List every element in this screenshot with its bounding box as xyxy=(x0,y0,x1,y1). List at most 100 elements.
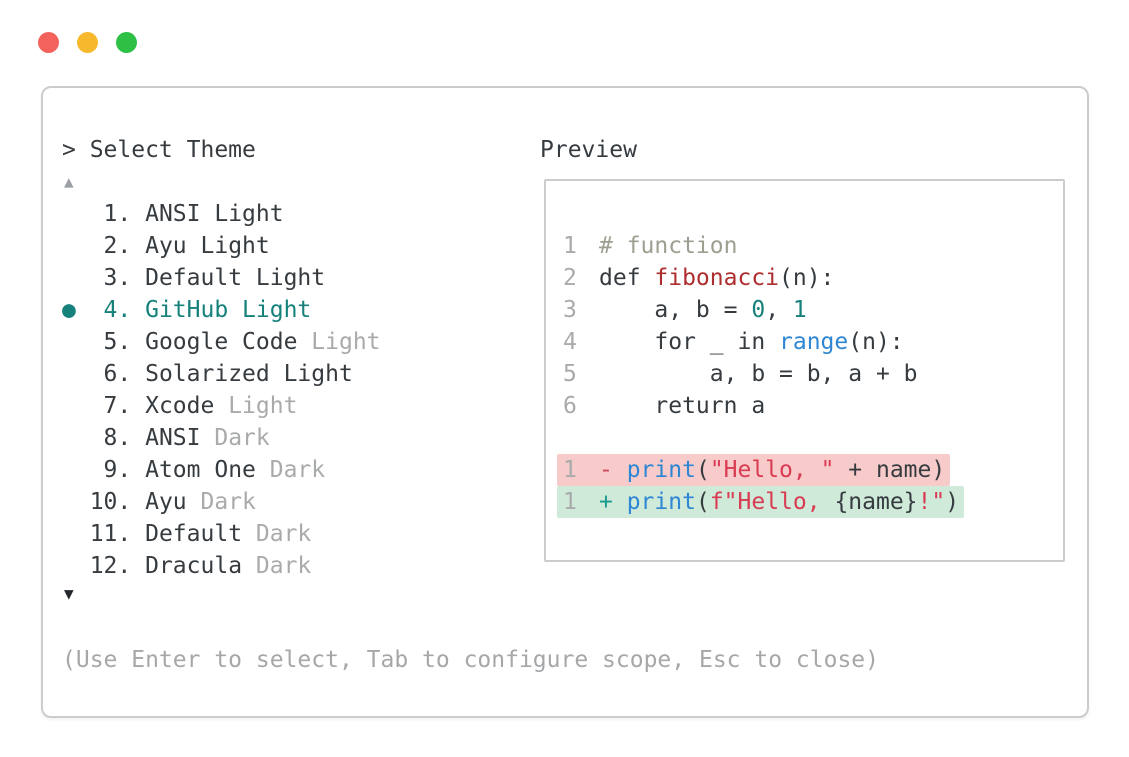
theme-list-item-default[interactable]: 11. Default Dark xyxy=(62,518,381,550)
theme-item-name: Default xyxy=(145,521,243,547)
theme-item-number: 1. xyxy=(75,201,146,227)
code-line-content: 6 return a xyxy=(563,390,765,422)
theme-item-name: Atom One xyxy=(145,457,256,483)
code-token-text: for _ in xyxy=(599,329,780,355)
bullet-placeholder xyxy=(62,393,76,419)
bullet-placeholder xyxy=(62,329,76,355)
bullet-placeholder xyxy=(62,425,76,451)
line-number: 2 xyxy=(563,265,577,291)
diff-line-removed: 1- print("Hello, " + name) xyxy=(557,454,1063,486)
theme-item-variant-dim: Dark xyxy=(255,457,326,483)
theme-item-name: Google Code xyxy=(145,329,298,355)
code-token-builtin: range xyxy=(779,329,849,355)
theme-list-item-xcode[interactable]: 7. Xcode Light xyxy=(62,390,381,422)
theme-item-number: 5. xyxy=(75,329,146,355)
code-line-content: 1- print("Hello, " + name) xyxy=(557,454,951,486)
theme-list: 1. ANSI Light 2. Ayu Light 3. Default Li… xyxy=(62,198,381,582)
bullet-placeholder xyxy=(62,265,76,291)
code-token-number: 0 xyxy=(751,297,766,323)
bullet-placeholder xyxy=(62,553,76,579)
theme-item-name: Xcode xyxy=(145,393,215,419)
preview-label: Preview xyxy=(540,137,637,163)
diff-line-added: 1+ print(f"Hello, {name}!") xyxy=(557,486,1063,518)
bullet-placeholder xyxy=(62,361,76,387)
code-line: 6 return a xyxy=(563,390,1063,422)
line-number: 1 xyxy=(563,489,577,515)
theme-item-number: 6. xyxy=(75,361,146,387)
theme-list-item-atom-one[interactable]: 9. Atom One Dark xyxy=(62,454,381,486)
code-line xyxy=(563,422,1063,454)
theme-list-item-ansi-light[interactable]: 1. ANSI Light xyxy=(62,198,381,230)
code-token-text: (n): xyxy=(779,265,835,291)
line-number: 5 xyxy=(563,361,577,387)
zoom-window-button[interactable] xyxy=(116,32,137,53)
code-token-text: ) xyxy=(945,489,960,515)
code-token-text: (n): xyxy=(848,329,904,355)
theme-item-number: 8. xyxy=(75,425,146,451)
code-line: 5 a, b = b, a + b xyxy=(563,358,1063,390)
theme-item-variant-dim: Dark xyxy=(200,425,270,451)
theme-item-name: Ayu xyxy=(145,489,187,515)
code-token-removed-sign: - xyxy=(599,457,627,483)
bullet-placeholder xyxy=(62,521,76,547)
theme-list-item-github-light[interactable]: ● 4. GitHub Light xyxy=(62,294,381,326)
bullet-placeholder xyxy=(62,233,76,259)
code-token-text: ( xyxy=(695,489,710,515)
theme-selector-window: > Select Theme ▲ 1. ANSI Light 2. Ayu Li… xyxy=(41,86,1089,718)
close-window-button[interactable] xyxy=(38,32,59,53)
theme-item-number: 11. xyxy=(75,521,146,547)
theme-list-item-ayu-light[interactable]: 2. Ayu Light xyxy=(62,230,381,262)
line-number: 1 xyxy=(563,457,577,483)
code-token-text: , xyxy=(765,297,793,323)
code-token-builtin: print xyxy=(626,457,696,483)
code-line-content: 2 def fibonacci(n): xyxy=(563,262,834,294)
window-traffic-lights xyxy=(38,32,137,53)
code-line-content: 4 for _ in range(n): xyxy=(563,326,904,358)
theme-list-item-google-code[interactable]: 5. Google Code Light xyxy=(62,326,381,358)
bullet-placeholder xyxy=(62,201,76,227)
theme-item-number: 3. xyxy=(75,265,146,291)
code-token-number: 1 xyxy=(792,297,807,323)
line-number: 4 xyxy=(563,329,577,355)
code-token-string: !" xyxy=(917,489,946,515)
scroll-up-arrow-icon[interactable]: ▲ xyxy=(64,172,74,191)
theme-list-item-solarized-light[interactable]: 6. Solarized Light xyxy=(62,358,381,390)
selected-bullet-icon: ● xyxy=(62,297,76,323)
scroll-down-arrow-icon[interactable]: ▼ xyxy=(64,584,74,603)
code-token-string: "Hello, " xyxy=(709,457,835,483)
line-number: 1 xyxy=(563,233,577,259)
theme-item-variant-dim: Dark xyxy=(242,553,312,579)
code-token-func: fibonacci xyxy=(654,265,780,291)
theme-list-item-default-light[interactable]: 3. Default Light xyxy=(62,262,381,294)
theme-item-number: 4. xyxy=(75,297,146,323)
theme-item-variant-dim: Dark xyxy=(242,521,312,547)
code-token-comment: # function xyxy=(599,233,738,259)
code-line: 1 # function xyxy=(563,230,1063,262)
theme-item-name: Ayu Light xyxy=(145,233,270,259)
code-line: 2 def fibonacci(n): xyxy=(563,262,1063,294)
code-line: 4 for _ in range(n): xyxy=(563,326,1063,358)
code-line: 3 a, b = 0, 1 xyxy=(563,294,1063,326)
theme-item-number: 10. xyxy=(75,489,146,515)
theme-item-name: GitHub Light xyxy=(145,297,312,323)
theme-item-variant-dim: Dark xyxy=(186,489,256,515)
theme-item-name: Dracula xyxy=(145,553,243,579)
code-token-text: + name) xyxy=(834,457,946,483)
line-number: 6 xyxy=(563,393,577,419)
theme-list-item-dracula[interactable]: 12. Dracula Dark xyxy=(62,550,381,582)
theme-item-number: 2. xyxy=(75,233,146,259)
theme-item-number: 9. xyxy=(75,457,146,483)
theme-item-number: 12. xyxy=(75,553,146,579)
code-token-added-sign: + xyxy=(599,489,627,515)
code-token-text: {name} xyxy=(834,489,918,515)
theme-item-variant-dim: Light xyxy=(214,393,298,419)
code-token-builtin: print xyxy=(626,489,696,515)
code-token-text: def xyxy=(599,265,655,291)
code-line-content: 1+ print(f"Hello, {name}!") xyxy=(557,486,965,518)
bullet-placeholder xyxy=(62,489,76,515)
code-token-text: return a xyxy=(599,393,766,419)
minimize-window-button[interactable] xyxy=(77,32,98,53)
theme-list-item-ansi[interactable]: 8. ANSI Dark xyxy=(62,422,381,454)
theme-list-item-ayu[interactable]: 10. Ayu Dark xyxy=(62,486,381,518)
